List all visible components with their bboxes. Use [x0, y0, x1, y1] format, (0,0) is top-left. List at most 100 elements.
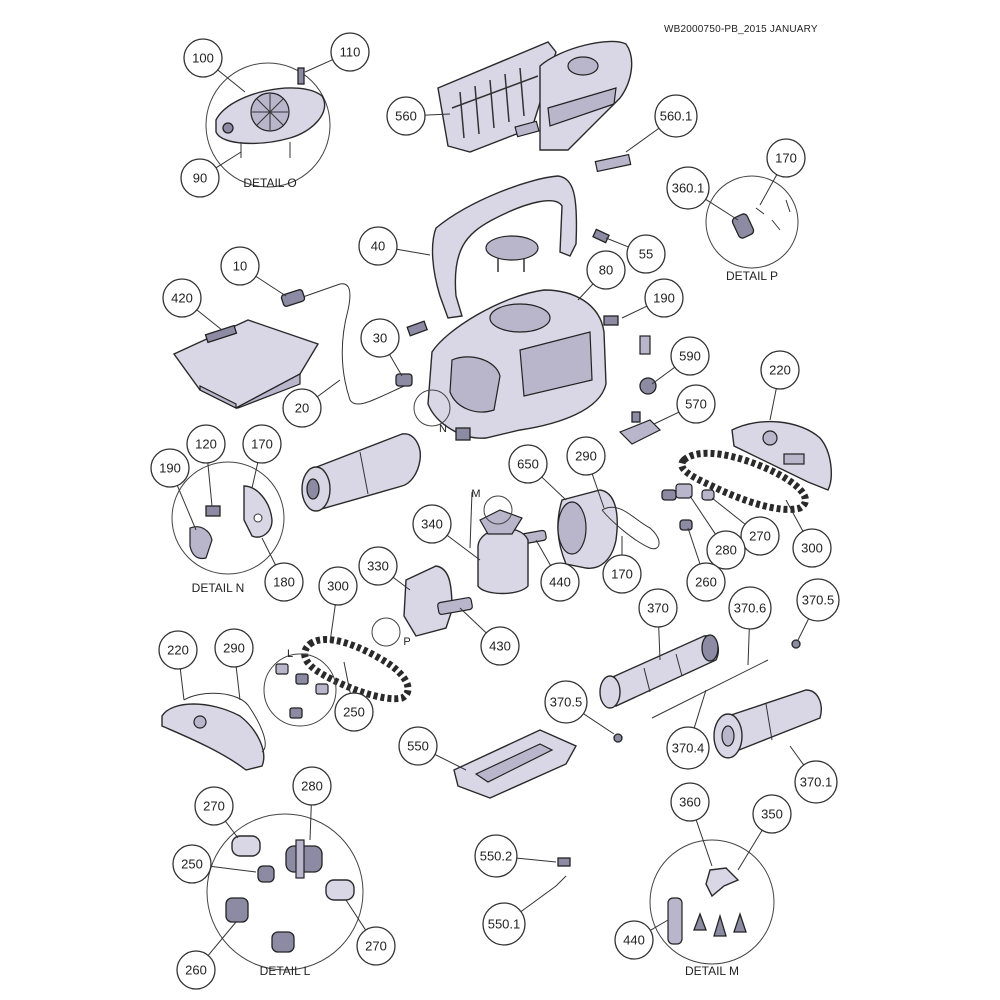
callout-number: 560: [395, 109, 417, 124]
callout-bubble: [792, 528, 832, 568]
callout-c30: 30: [360, 318, 403, 377]
leader-line: [535, 539, 552, 566]
track-left: [301, 636, 412, 703]
callout-c10: 10: [220, 246, 287, 297]
track-right: [678, 449, 809, 513]
callout-c40: 40: [358, 226, 431, 266]
callout-number: 300: [801, 541, 823, 556]
callout-bubble: [318, 566, 358, 606]
leader-line: [516, 857, 557, 863]
hub-280-part: [675, 483, 693, 499]
hub-270-l-part: [231, 835, 261, 857]
callout-c55: 55: [605, 234, 666, 274]
callout-bubble: [614, 920, 654, 960]
callout-number: 90: [193, 171, 207, 186]
callout-number: 340: [421, 517, 443, 532]
callout-c300-a: 300: [318, 566, 358, 643]
impeller-350-part: [705, 867, 740, 898]
callout-number: 260: [185, 963, 207, 978]
leader-line: [389, 354, 403, 377]
callout-bubble: [180, 158, 220, 198]
callout-number: 280: [715, 543, 737, 558]
callout-bubble: [706, 530, 746, 570]
leader-line: [769, 388, 777, 421]
callout-bubble: [194, 786, 234, 826]
hub-260b-l-part: [271, 931, 295, 953]
detail-o-label: DETAIL O: [243, 176, 296, 190]
connector-part: [395, 373, 413, 387]
cable-part: [299, 283, 405, 405]
callout-number: 100: [192, 51, 214, 66]
callout-c190-a: 190: [621, 278, 684, 319]
leader-line: [179, 668, 185, 701]
leader-line: [591, 473, 605, 509]
callout-c170-b: 170: [602, 536, 642, 594]
callout-number: 370.4: [672, 741, 705, 756]
side-plate-hub: [762, 430, 778, 446]
swivel-part: [280, 289, 306, 307]
callout-c80: 80: [577, 250, 626, 301]
callout-bubble: [654, 94, 698, 138]
leader-line: [210, 865, 257, 873]
callout-number: 440: [623, 933, 645, 948]
callout-c120: 120: [186, 424, 226, 507]
callout-bubble: [220, 246, 260, 286]
power-supply-handle: [204, 324, 238, 344]
filter-plate-part: [594, 153, 632, 173]
detail-l-marker: L: [287, 648, 293, 660]
callout-number: 170: [251, 437, 273, 452]
callout-number: 190: [159, 461, 181, 476]
callout-number: 10: [233, 259, 247, 274]
plug-120-part: [205, 505, 221, 517]
callout-bubble: [358, 546, 398, 586]
callout-number: 570: [685, 397, 707, 412]
callout-number: 280: [301, 779, 323, 794]
clip-190-part: [603, 315, 619, 326]
callout-c290-a: 290: [566, 436, 606, 509]
callout-c190-n: 190: [150, 448, 197, 531]
callout-bubble: [242, 424, 282, 464]
callout-number: 560.1: [660, 109, 693, 124]
callout-bubble: [508, 444, 548, 484]
callout-number: 290: [223, 641, 245, 656]
screw-110-part: [297, 67, 305, 85]
callout-bubble: [186, 424, 226, 464]
filter-basket-right: [539, 40, 633, 151]
callout-number: 250: [181, 857, 203, 872]
callout-c170-p: 170: [759, 138, 806, 206]
leader-line: [651, 366, 676, 385]
leader-line: [583, 713, 615, 735]
callout-number: 360: [679, 795, 701, 810]
callout-bubble: [670, 782, 710, 822]
leader-line: [304, 59, 333, 73]
leader-line: [207, 462, 213, 507]
detail-n-ring: [171, 461, 285, 575]
callout-c570: 570: [653, 384, 716, 425]
callout-bubble: [158, 630, 198, 670]
callout-bubble: [766, 138, 806, 178]
callout-bubble: [480, 626, 520, 666]
hub-260-part: [679, 519, 693, 531]
leader-line: [215, 151, 242, 169]
callout-bubble: [586, 250, 626, 290]
callout-bubble: [666, 726, 710, 770]
detail-p-group: DETAIL P: [705, 175, 799, 283]
callout-c180: 180: [261, 537, 304, 602]
callout-number: 110: [340, 45, 361, 60]
side-plate-left: [161, 703, 265, 771]
leader-line: [747, 628, 750, 666]
callout-c220-a: 220: [760, 350, 800, 421]
foam-roller-370-1-part: [713, 689, 822, 759]
callout-bubble: [760, 350, 800, 390]
leader-line: [625, 127, 660, 153]
callout-c270-a: 270: [711, 497, 780, 556]
callout-c270-b: 270: [194, 786, 239, 839]
pin-part: [222, 122, 234, 134]
power-supply-base: [199, 385, 237, 409]
callout-c590: 590: [651, 336, 710, 385]
pump-340-part: M: [469, 488, 529, 595]
side-plate-right: [731, 420, 832, 491]
side-plate-slot: [783, 453, 805, 465]
callout-c110: 110: [304, 32, 370, 73]
